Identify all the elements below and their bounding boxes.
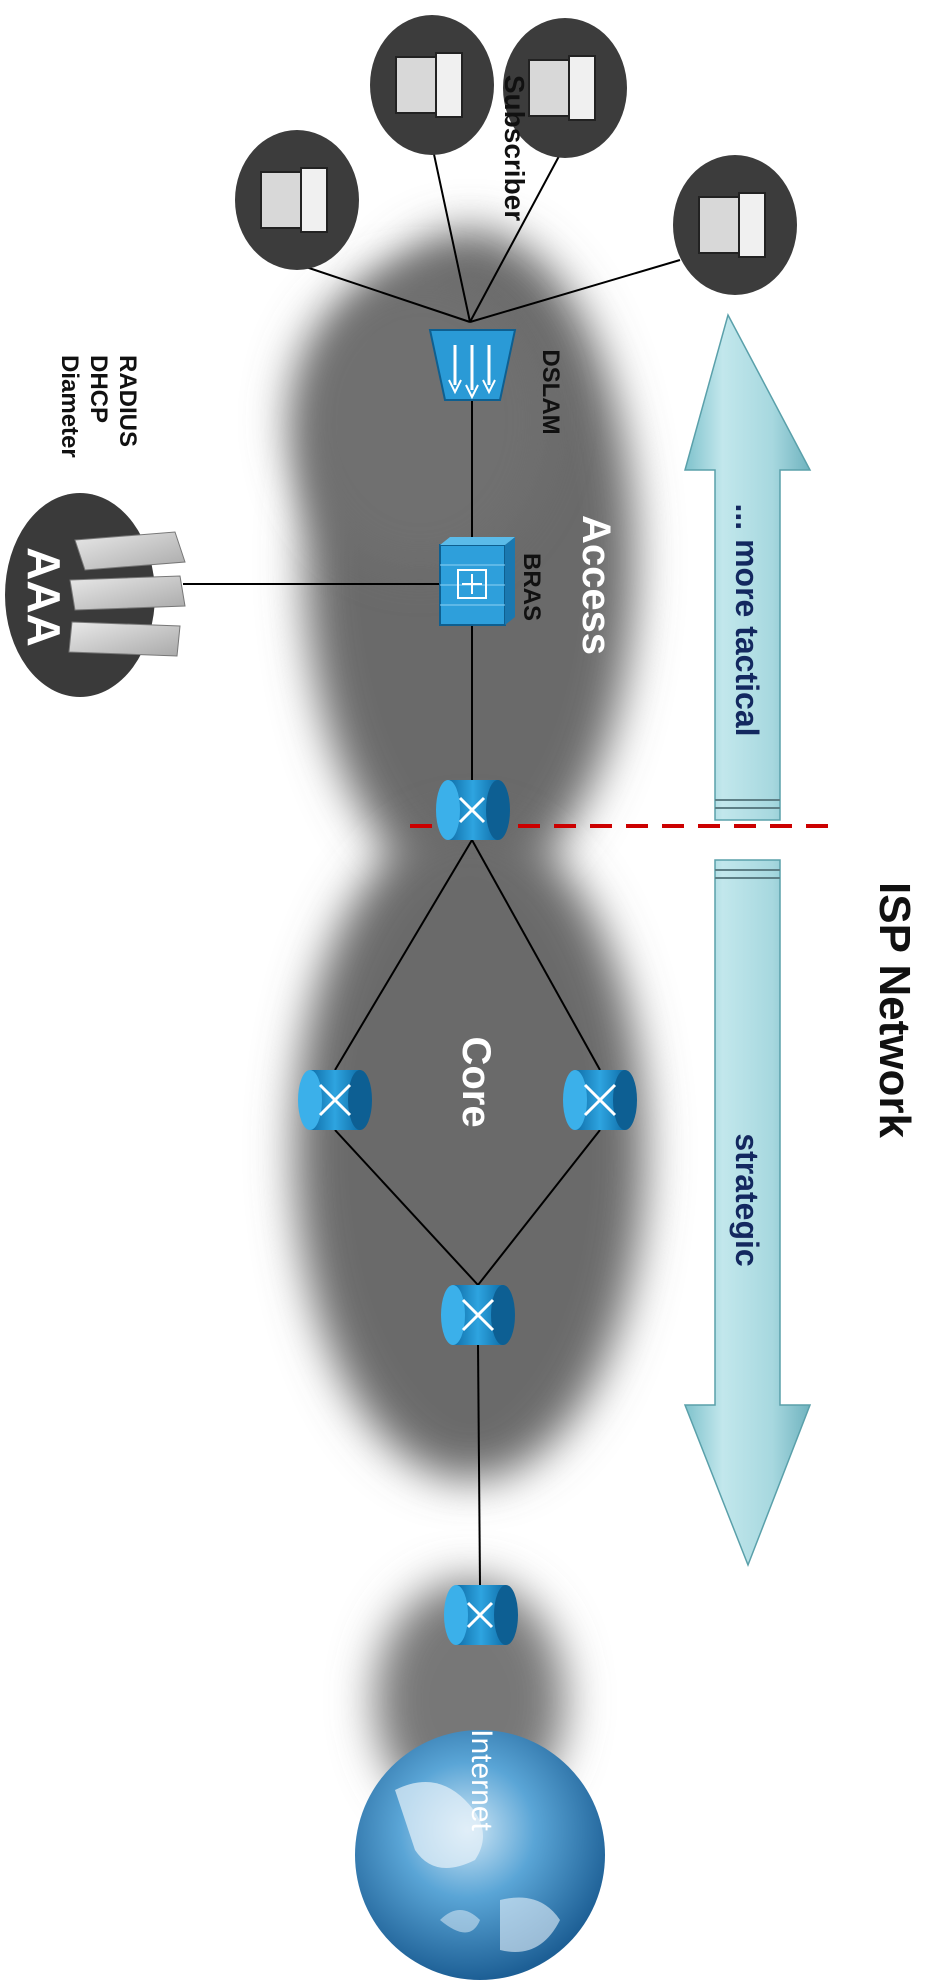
subscriber-laptop-1 [235,130,359,270]
strategic-arrow-label: strategic [729,1133,765,1266]
switch-icon [298,1070,372,1130]
tactical-arrow-label: ... more tactical [729,504,765,737]
bras-icon [439,537,515,626]
laptop-icon [260,167,328,233]
internet-router [444,1585,518,1645]
bras-label: BRAS [518,553,545,621]
router-icon [436,780,510,840]
laptop-icon [528,55,596,121]
protocol-dhcp: DHCP [85,355,112,423]
dslam-label: DSLAM [537,349,564,434]
aaa-node [5,493,186,697]
core-switch-bottom [441,1285,515,1345]
core-cloud [295,820,645,1480]
laptop-icon [395,52,463,118]
internet-cloud-label: Internet [465,1729,498,1831]
core-switch-left [298,1070,372,1130]
access-cloud-label: Access [574,515,618,655]
switch-icon [441,1285,515,1345]
strategic-arrow [683,859,812,1568]
globe-icon [355,1730,605,1980]
diagram-title: ISP Network [870,882,919,1138]
protocol-diameter: Diameter [56,355,83,458]
switch-icon [563,1070,637,1130]
core-switch-right [563,1070,637,1130]
protocol-radius: RADIUS [114,355,141,447]
core-cloud-label: Core [454,1036,498,1127]
subscriber-label: Subscriber [499,75,530,221]
tactical-arrow [684,312,812,821]
subscriber-laptop-2 [370,15,494,155]
router-icon [444,1585,518,1645]
subscriber-laptop-3 [503,18,627,158]
aaa-label: AAA [18,547,70,647]
subscriber-laptop-4 [673,155,797,295]
dslam-icon [428,329,517,401]
server-stack-icon [68,531,186,657]
links [183,144,681,1586]
laptop-icon [698,192,766,258]
